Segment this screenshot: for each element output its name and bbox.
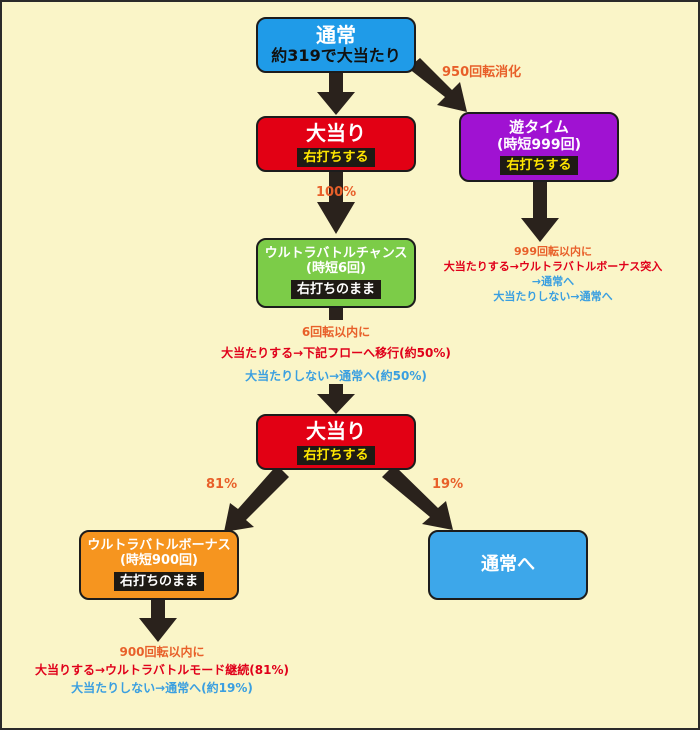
note-chance-line2: 大当たりする→下記フローへ移行(約50%) xyxy=(221,346,451,360)
node-hit1-tag: 右打ちする xyxy=(297,147,375,167)
node-asobi-subtitle: (時短999回) xyxy=(496,136,582,153)
node-hit1-title: 大当り xyxy=(306,120,366,145)
node-bonus-title: ウルトラバトルボーナス xyxy=(87,538,231,554)
label-100-percent: 100% xyxy=(316,185,357,200)
note-chance: 6回転以内に 大当たりする→下記フローへ移行(約50%) 大当たりしない→通常へ… xyxy=(198,322,474,387)
arrow-hit1-to-chance xyxy=(317,172,355,234)
note-bonus-line2: 大当りする→ウルトラバトルモード継続(81%) xyxy=(35,663,289,677)
node-asobi-title: 遊タイム xyxy=(509,118,569,137)
node-chance-title: ウルトラバトルチャンス xyxy=(264,246,408,262)
note-asobi-line3: →通常へ xyxy=(531,275,575,288)
node-normal-subtitle: 約319で大当たり xyxy=(271,46,401,66)
note-bonus: 900回転以内に 大当りする→ウルトラバトルモード継続(81%) 大当たりしない… xyxy=(14,643,310,697)
node-to-normal: 通常へ xyxy=(428,530,588,600)
arrow-hit2-to-bonus xyxy=(224,465,289,532)
arrow-bonus-down xyxy=(139,598,177,642)
node-normal-title: 通常 xyxy=(316,23,356,48)
node-bonus: ウルトラバトルボーナス (時短900回) 右打ちのまま xyxy=(79,530,239,600)
node-chance: ウルトラバトルチャンス (時短6回) 右打ちのまま xyxy=(256,238,416,308)
node-bonus-subtitle: (時短900回) xyxy=(119,553,199,568)
note-chance-line1: 6回転以内に xyxy=(301,325,371,339)
note-bonus-line3: 大当たりしない→通常へ(約19%) xyxy=(71,681,253,695)
note-asobi: 999回転以内に 大当たりする→ウルトラバトルボーナス突入 →通常へ 大当たりし… xyxy=(430,244,676,304)
node-normal: 通常 約319で大当たり xyxy=(256,17,416,73)
note-asobi-line1: 999回転以内に xyxy=(514,245,592,258)
note-asobi-line4: 大当たりしない→通常へ xyxy=(493,290,613,303)
node-chance-subtitle: (時短6回) xyxy=(306,261,366,276)
node-chance-tag: 右打ちのまま xyxy=(290,279,381,299)
note-chance-line3: 大当たりしない→通常へ(約50%) xyxy=(245,369,427,383)
node-asobi: 遊タイム (時短999回) 右打ちする xyxy=(459,112,619,182)
node-hit2-title: 大当り xyxy=(306,418,366,443)
arrow-asobi-down xyxy=(521,182,559,242)
label-19-percent: 19% xyxy=(432,477,464,492)
node-hit1: 大当り 右打ちする xyxy=(256,116,416,172)
node-bonus-tag: 右打ちのまま xyxy=(113,571,204,591)
note-bonus-line1: 900回転以内に xyxy=(119,645,205,659)
node-hit2-tag: 右打ちする xyxy=(297,445,375,465)
arrow-normal-to-asobi xyxy=(408,58,467,112)
note-asobi-line2: 大当たりする→ウルトラバトルボーナス突入 xyxy=(443,260,663,273)
label-950-spins: 950回転消化 xyxy=(442,65,522,80)
node-to-normal-title: 通常へ xyxy=(481,553,535,575)
arrow-normal-to-hit1 xyxy=(317,70,355,115)
label-81-percent: 81% xyxy=(206,477,238,492)
node-hit2: 大当り 右打ちする xyxy=(256,414,416,470)
arrow-chance-to-hit2 xyxy=(317,308,355,414)
arrow-hit2-to-normal xyxy=(382,465,453,530)
node-asobi-tag: 右打ちする xyxy=(500,155,578,175)
